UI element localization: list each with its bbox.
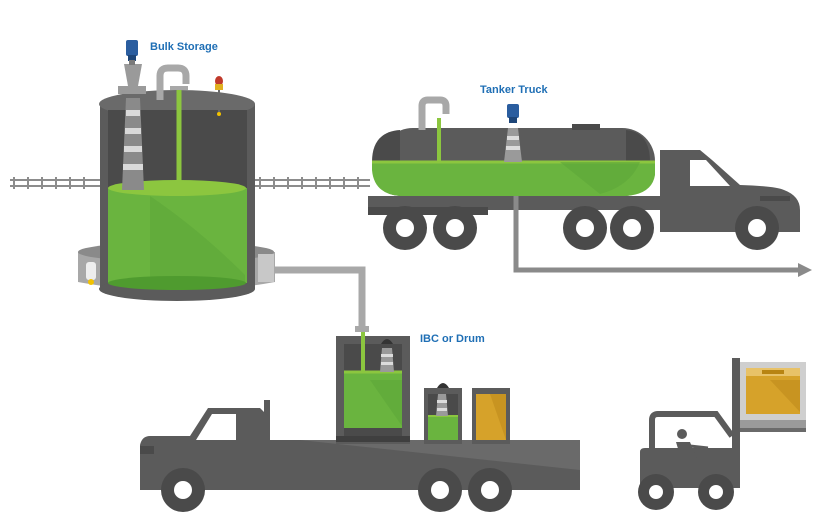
bulk-storage-label: Bulk Storage	[150, 41, 218, 53]
tanker-wheels	[383, 206, 779, 250]
bulk-radar-sensor-icon	[126, 40, 138, 65]
ibc-or-drum-label: IBC or Drum	[420, 333, 485, 345]
tanker-truck-label: Tanker Truck	[480, 84, 548, 96]
flatbed-truck	[140, 400, 580, 512]
drum-green	[424, 388, 462, 444]
transfer-pipe	[275, 266, 366, 330]
tanker-radar-sensor-icon	[507, 104, 519, 123]
drum-sensor-icon	[437, 383, 449, 388]
ibc-sensor-icon	[381, 339, 393, 344]
forklift	[638, 358, 806, 510]
tanker-truck	[368, 96, 800, 250]
bulk-radar-beam	[122, 98, 144, 190]
ibc-tote	[336, 332, 410, 444]
drum-amber	[472, 388, 510, 444]
outflow-arrow	[513, 196, 812, 277]
bulk-storage-tank	[78, 64, 275, 301]
forklift-ibc	[740, 362, 806, 420]
tanker-radar-beam	[504, 128, 522, 162]
alarm-beacon-icon	[215, 76, 223, 116]
